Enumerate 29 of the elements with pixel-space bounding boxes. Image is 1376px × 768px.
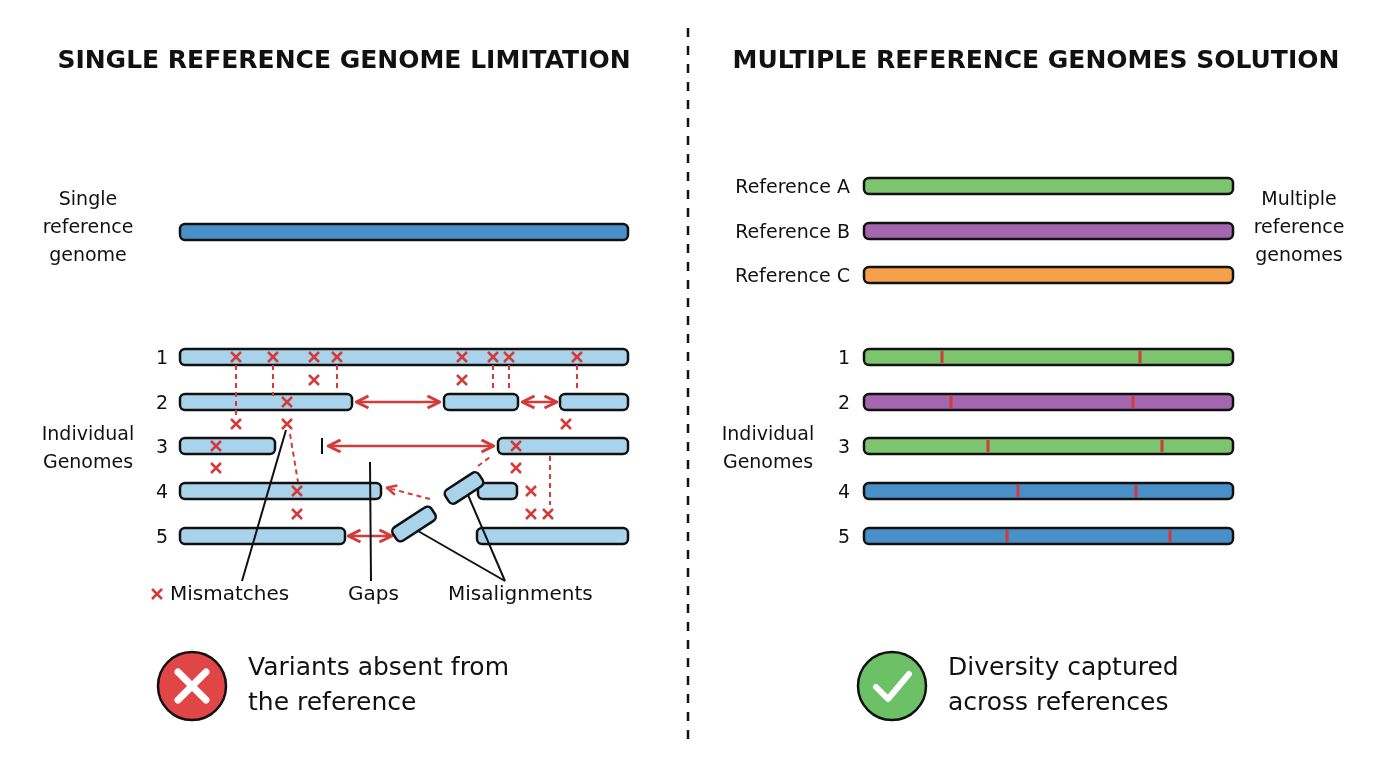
row-number: 1	[836, 345, 852, 370]
row-number: 4	[836, 479, 852, 504]
row-label: Single reference genome	[41, 186, 135, 267]
leader-line	[241, 429, 287, 582]
callout-label: Mismatches	[170, 581, 290, 605]
mismatch-mark	[280, 417, 294, 431]
row-label: Reference C	[734, 263, 850, 288]
leader-line	[369, 461, 372, 582]
conclusion-text: Variants absent from the reference	[248, 651, 510, 718]
row-number: 3	[154, 434, 170, 459]
leader-line	[417, 530, 506, 582]
conclusion-text: Diversity captured across references	[948, 651, 1180, 718]
row-number: 2	[154, 390, 170, 415]
row-label: Reference B	[734, 219, 850, 244]
row-number: 2	[836, 390, 852, 415]
row-label: Individual Genomes	[40, 421, 136, 474]
callout-label: Misalignments	[448, 579, 593, 607]
panel-heading: SINGLE REFERENCE GENOME LIMITATION	[56, 46, 632, 74]
row-number: 1	[154, 345, 170, 370]
leader-line	[467, 494, 506, 582]
row-label: Reference A	[734, 174, 850, 199]
row-label: Individual Genomes	[720, 421, 816, 474]
panel-heading: MULTIPLE REFERENCE GENOMES SOLUTION	[731, 46, 1341, 74]
row-number: 4	[154, 479, 170, 504]
row-number: 5	[154, 524, 170, 549]
row-number: 5	[836, 524, 852, 549]
row-number: 3	[836, 434, 852, 459]
callout-label: Gaps	[348, 579, 399, 607]
row-label: Multiple reference genomes	[1252, 186, 1346, 267]
